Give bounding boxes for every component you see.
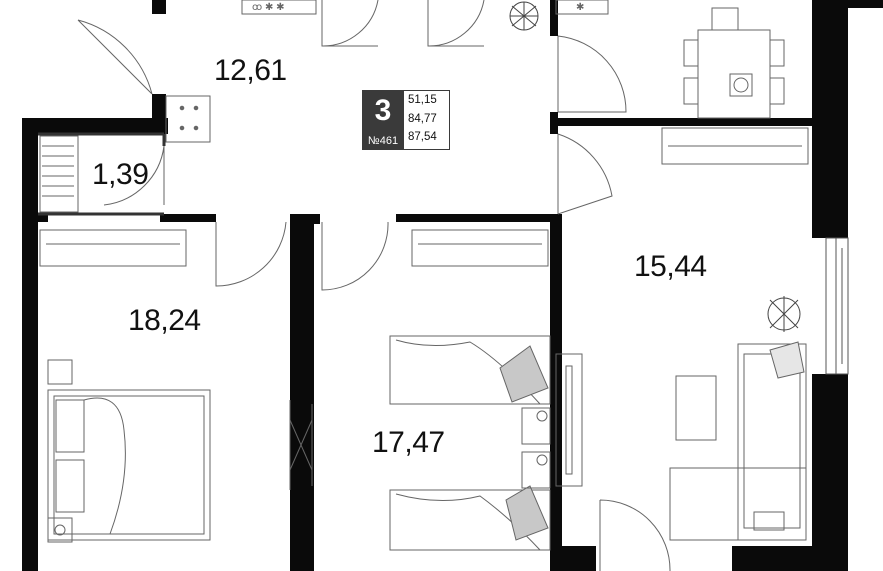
- total-area-with-balcony: 87,54: [408, 131, 437, 143]
- plant-icon: [509, 1, 539, 31]
- rooms-count-badge: 3: [362, 90, 404, 132]
- room-area-closet: 1,39: [92, 158, 149, 191]
- room-area-bedroom-left: 18,24: [128, 304, 201, 337]
- plant-icon: [767, 296, 801, 332]
- hall-fixtures: ꝏ ✱ ✱ ✱: [165, 0, 609, 143]
- room-area-hall: 12,61: [214, 54, 287, 87]
- apartment-number: №461: [362, 132, 404, 150]
- room-area-bedroom-middle: 17,47: [372, 426, 445, 459]
- dining-table: [683, 7, 785, 119]
- total-area: 84,77: [408, 112, 437, 125]
- svg-text:ꝏ ✱ ✱: ꝏ ✱ ✱: [252, 2, 285, 13]
- walls: [22, 0, 883, 571]
- single-beds: [389, 335, 551, 551]
- area-summary: 51,15 84,77 87,54: [404, 90, 450, 150]
- svg-text:✱: ✱: [576, 2, 584, 13]
- radiators: [39, 127, 809, 267]
- living-area: 51,15: [408, 94, 437, 106]
- door-swings: [77, 0, 671, 571]
- closet-shelf: [39, 135, 79, 213]
- living-furniture: [555, 341, 807, 541]
- window-right: [825, 237, 849, 375]
- double-bed: [47, 359, 211, 543]
- room-area-living: 15,44: [634, 250, 707, 283]
- partitions: [38, 132, 166, 216]
